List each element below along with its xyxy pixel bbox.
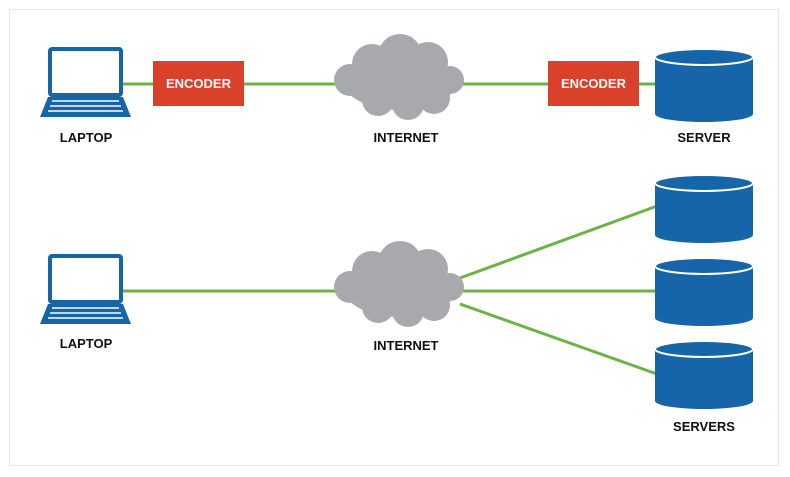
server-icon-top — [654, 48, 754, 122]
link-internet-server-1 — [459, 204, 658, 280]
encoder-label-left: ENCODER — [166, 76, 232, 91]
server-icon-bottom-3 — [654, 340, 754, 409]
laptop-icon-top — [40, 47, 131, 117]
cloud-icon-bottom — [334, 241, 464, 327]
encoder-box-right: ENCODER — [548, 61, 639, 106]
server-icon-bottom-1 — [654, 174, 754, 243]
internet-label-top: INTERNET — [374, 130, 439, 145]
encoder-label-right: ENCODER — [561, 76, 627, 91]
servers-label: SERVERS — [673, 419, 735, 434]
encoder-box-left: ENCODER — [153, 61, 244, 106]
link-internet-server-3 — [459, 302, 658, 376]
server-label: SERVER — [677, 130, 731, 145]
server-icon-bottom-2 — [654, 257, 754, 326]
internet-label-bottom: INTERNET — [374, 338, 439, 353]
connection-lines — [123, 82, 658, 376]
laptop-icon-bottom — [40, 254, 131, 324]
laptop-label-top: LAPTOP — [60, 130, 113, 145]
cloud-icon-top — [334, 34, 464, 120]
diagram-frame — [9, 9, 779, 466]
laptop-label-bottom: LAPTOP — [60, 336, 113, 351]
